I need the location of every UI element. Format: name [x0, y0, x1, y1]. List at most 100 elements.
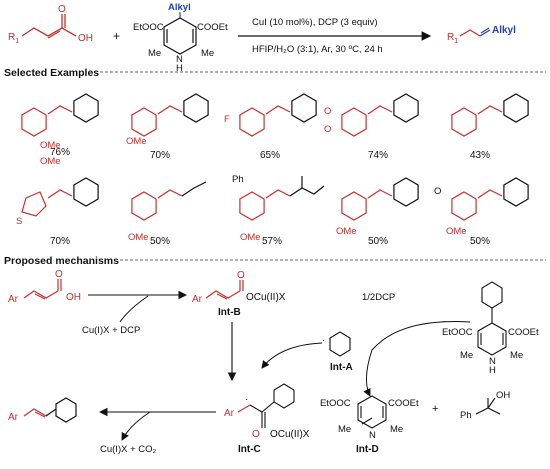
thiophene-ring — [21, 191, 47, 217]
alkyl-label-blue: Alkyl — [168, 2, 191, 13]
radical-dot-a: · — [322, 335, 325, 346]
alkyl-chain — [181, 181, 207, 197]
alkyl-ring — [73, 177, 99, 207]
alkyl-ring — [183, 93, 209, 123]
alkene-linker — [477, 105, 503, 115]
int-c-label: Int-C — [238, 444, 261, 455]
mech-me-right: Me — [510, 350, 523, 361]
substituent-label: OMe — [240, 232, 261, 243]
cumyl-alcohol-skeleton — [475, 397, 501, 415]
example-5: 43% — [451, 93, 529, 161]
final-product-skeleton — [23, 397, 77, 423]
substituent-label: OMe — [126, 136, 147, 147]
product-r1: R1 — [447, 32, 458, 45]
yield-label: 50% — [470, 236, 490, 247]
product-skeleton — [459, 27, 491, 37]
mechanism-scheme: Ar OH O Cu(I)X + DCP Ar O OCu(II)X Int-B… — [8, 269, 539, 455]
cu-co2-label: Cu(I)X + CO₂ — [100, 444, 157, 455]
intd-etooc: EtOOC — [320, 398, 351, 409]
alkene-linker — [477, 189, 503, 199]
mech-o-label-1: O — [55, 269, 63, 280]
alkene-linker — [157, 189, 183, 199]
substituent-label: OMe — [40, 156, 61, 167]
conditions-top: CuI (10 mol%), DCP (3 equiv) — [252, 17, 377, 28]
yield-label: 70% — [150, 150, 170, 161]
acid-skeleton — [21, 14, 77, 39]
arrow-inta-to-intc — [261, 342, 323, 369]
alkyl-ring — [291, 93, 317, 123]
yield-label: 65% — [260, 150, 280, 161]
aryl-ring — [131, 107, 157, 137]
substituent-label: OMe — [446, 226, 467, 237]
mech-etooc: EtOOC — [442, 327, 473, 338]
alkene-linker — [47, 189, 73, 199]
mech-ar-label-3: Ar — [224, 408, 235, 419]
mech-ar-label-1: Ar — [8, 294, 19, 305]
header-reaction: R1 OH O + Alkyl EtOOC COOEt Me Me N H Cu… — [8, 2, 516, 74]
arrow-to-intd — [363, 321, 471, 397]
yield-label: 43% — [470, 150, 490, 161]
substituent-label: O — [324, 124, 331, 135]
yield-label: 50% — [368, 236, 388, 247]
intd-me-left: Me — [338, 424, 351, 435]
substituent-label: O — [324, 106, 331, 117]
mech-o-label-2: O — [237, 270, 245, 281]
nh-h-label: H — [176, 63, 183, 74]
example-4: OO 74% — [324, 93, 419, 161]
aryl-ring — [131, 191, 157, 221]
aryl-ring — [21, 107, 47, 137]
aryl-ring — [451, 191, 477, 221]
alkene-linker — [367, 189, 393, 199]
hantzsch-ester-ring — [163, 12, 197, 55]
curve-cu-dcp — [119, 295, 149, 323]
cumyl-oh: OH — [496, 390, 510, 401]
alkene-linker — [265, 105, 291, 115]
alkene-linker — [47, 105, 73, 115]
mech-o-label-3: O — [252, 429, 260, 440]
alkyl-ring — [503, 93, 529, 123]
alkyl-ring — [393, 93, 419, 123]
alkyl-chain — [289, 185, 325, 197]
mechanisms-title: Proposed mechanisms — [4, 255, 119, 267]
substituent-label: O — [434, 186, 441, 197]
yield-label: 70% — [50, 236, 70, 247]
alkyl-ring — [73, 93, 99, 123]
yield-label: 57% — [262, 236, 282, 247]
me-right-label: Me — [201, 48, 214, 59]
example-6: S70% — [16, 177, 99, 247]
aryl-ring — [239, 191, 265, 221]
examples-title: Selected Examples — [4, 67, 99, 79]
yield-label: 74% — [368, 150, 388, 161]
aryl-ring — [341, 107, 367, 137]
cu-dcp-label: Cu(I)X + DCP — [82, 325, 140, 336]
int-a-label: Int-A — [330, 362, 353, 373]
int-a-ring — [329, 331, 351, 357]
alkyl-ring — [393, 177, 419, 207]
product-alkyl: Alkyl — [492, 25, 516, 36]
plus-sign: + — [113, 29, 120, 43]
intd-cooet: COOEt — [388, 398, 419, 409]
alkene-linker — [265, 189, 291, 199]
aryl-ring — [341, 191, 367, 221]
intb-skeleton — [205, 280, 244, 300]
mech-cooet: COOEt — [508, 327, 539, 338]
intd-n: N — [369, 430, 376, 441]
example-3: F65% — [224, 93, 317, 161]
conditions-bottom: HFIP/H₂O (3:1), Ar, 30 ºC, 24 h — [252, 44, 383, 55]
mech-hantzsch-ring — [477, 281, 507, 356]
mech-ar-label-4: Ar — [8, 412, 19, 423]
intc-skeleton — [237, 383, 295, 428]
intd-me-right: Me — [390, 424, 403, 435]
int-b-label: Int-B — [218, 307, 241, 318]
examples-grid: OMeOMe76%OMe70%F65%OO74%43%S70%OMePh50%O… — [16, 93, 529, 247]
substituent-label: OMe — [128, 232, 149, 243]
intb-ocuiix: OCu(II)X — [246, 292, 286, 303]
yield-label: 50% — [150, 236, 170, 247]
mech-me-left: Me — [460, 350, 473, 361]
mech-oh-label: OH — [66, 292, 81, 303]
